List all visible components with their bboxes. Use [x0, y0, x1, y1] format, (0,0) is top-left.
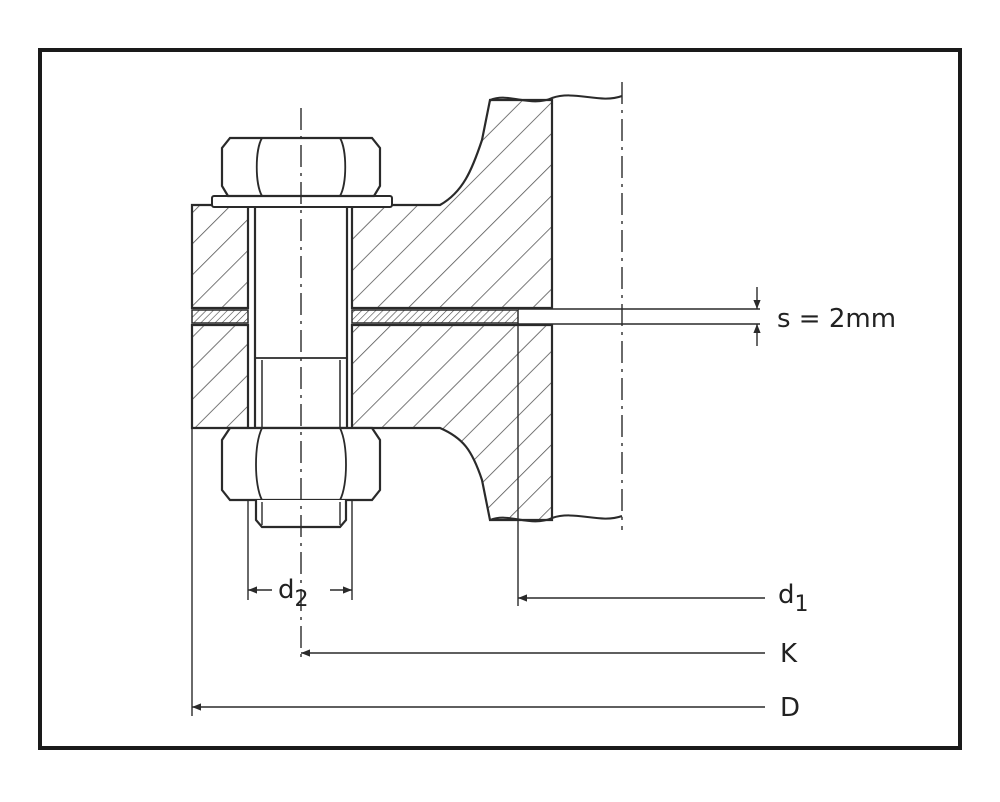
k-label: K: [780, 639, 798, 669]
washer: [211, 195, 393, 208]
hub-break-top: [489, 94, 623, 103]
d1-label: d1: [778, 580, 809, 617]
bolt-shank: [253, 203, 349, 430]
gasket-right: [351, 309, 519, 324]
bolt-head-face-left: [255, 137, 263, 197]
lower-flange: [190, 323, 250, 430]
nut: [220, 426, 382, 502]
lower-flange-hub: [350, 323, 554, 522]
d2-label: d2: [278, 575, 309, 612]
hub-break-bottom: [489, 514, 623, 523]
frame-border: [38, 48, 962, 750]
gap-label: s = 2mm: [777, 304, 896, 334]
d-label: D: [780, 693, 800, 723]
nut-face-left: [255, 427, 263, 501]
nut-face-right: [339, 427, 347, 501]
gasket-left: [191, 309, 249, 324]
bolt-head-face-right: [339, 137, 347, 197]
